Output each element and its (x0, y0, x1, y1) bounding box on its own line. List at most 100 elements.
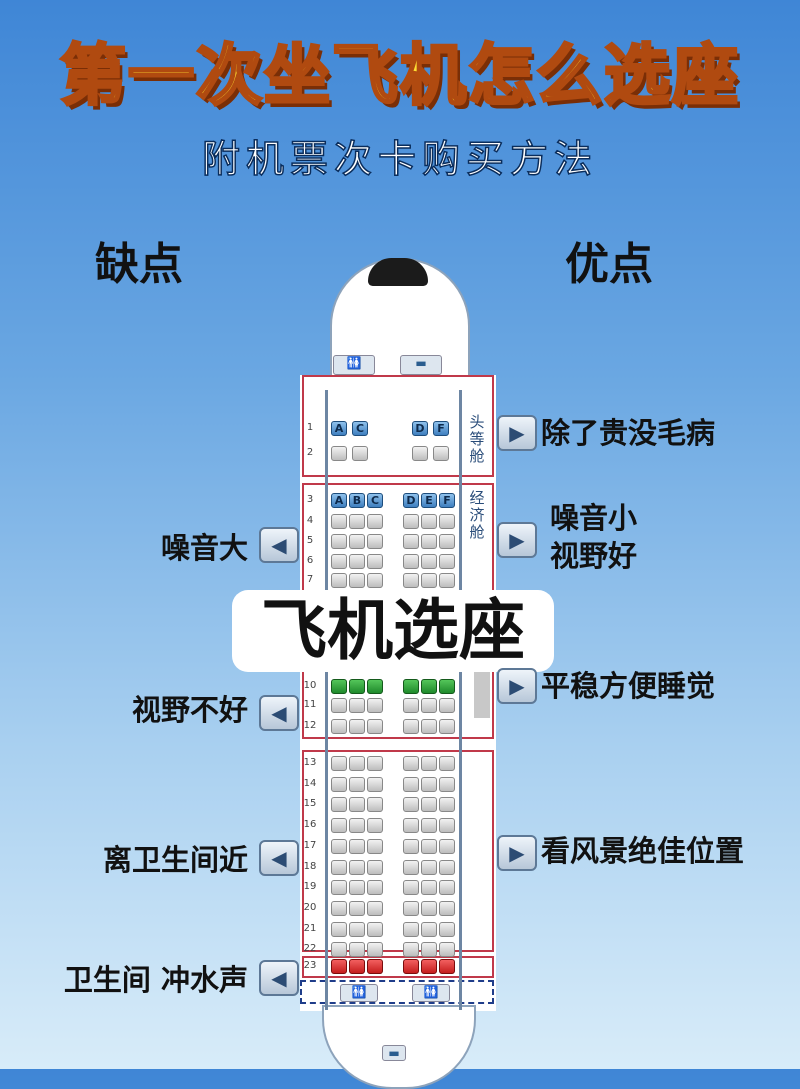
seat[interactable] (439, 859, 455, 875)
seat[interactable] (439, 797, 455, 813)
seat[interactable] (439, 838, 455, 854)
seat[interactable] (421, 942, 437, 958)
seat[interactable] (349, 534, 365, 549)
seat[interactable]: C (367, 493, 383, 508)
seat[interactable] (349, 880, 365, 896)
seat[interactable] (421, 719, 437, 734)
seat[interactable]: B (349, 493, 365, 508)
seat[interactable] (367, 859, 383, 875)
seat[interactable] (412, 446, 428, 461)
seat[interactable] (367, 921, 383, 937)
seat[interactable] (439, 921, 455, 937)
seat[interactable] (403, 959, 419, 974)
seat[interactable] (403, 554, 419, 569)
seat[interactable] (349, 959, 365, 974)
seat[interactable] (331, 776, 347, 792)
seat[interactable]: F (439, 493, 455, 508)
seat[interactable] (439, 756, 455, 771)
seat[interactable]: F (433, 421, 449, 436)
seat[interactable] (439, 900, 455, 916)
seat[interactable] (439, 534, 455, 549)
seat[interactable]: E (421, 493, 437, 508)
seat[interactable] (331, 921, 347, 937)
seat[interactable] (403, 514, 419, 529)
seat[interactable] (331, 446, 347, 461)
seat[interactable] (403, 818, 419, 834)
seat[interactable] (367, 776, 383, 792)
seat[interactable] (349, 756, 365, 771)
seat[interactable] (421, 573, 437, 588)
seat[interactable] (403, 573, 419, 588)
seat[interactable] (421, 838, 437, 854)
seat[interactable] (439, 554, 455, 569)
seat[interactable] (331, 838, 347, 854)
seat[interactable] (331, 514, 347, 529)
seat[interactable] (421, 534, 437, 549)
seat[interactable] (439, 698, 455, 713)
seat[interactable] (439, 818, 455, 834)
seat[interactable] (367, 942, 383, 958)
seat[interactable] (331, 942, 347, 958)
seat[interactable] (439, 942, 455, 958)
seat[interactable] (349, 554, 365, 569)
seat[interactable] (403, 776, 419, 792)
seat[interactable] (331, 797, 347, 813)
seat[interactable] (439, 880, 455, 896)
seat[interactable] (349, 942, 365, 958)
seat[interactable] (439, 573, 455, 588)
seat[interactable] (433, 446, 449, 461)
seat[interactable] (439, 679, 455, 694)
seat[interactable] (331, 679, 347, 694)
seat[interactable] (349, 698, 365, 713)
seat[interactable] (421, 679, 437, 694)
seat[interactable] (403, 880, 419, 896)
seat[interactable] (367, 573, 383, 588)
seat[interactable] (367, 719, 383, 734)
seat[interactable]: D (412, 421, 428, 436)
seat[interactable] (421, 900, 437, 916)
seat[interactable] (421, 514, 437, 529)
seat[interactable] (421, 776, 437, 792)
seat[interactable] (367, 797, 383, 813)
seat[interactable] (403, 698, 419, 713)
seat[interactable] (367, 756, 383, 771)
seat[interactable] (349, 776, 365, 792)
seat[interactable] (421, 921, 437, 937)
seat[interactable] (421, 797, 437, 813)
seat[interactable] (367, 959, 383, 974)
seat[interactable] (439, 959, 455, 974)
seat[interactable] (403, 859, 419, 875)
seat[interactable] (403, 921, 419, 937)
seat[interactable] (349, 900, 365, 916)
seat[interactable] (439, 719, 455, 734)
seat[interactable] (403, 679, 419, 694)
seat[interactable] (403, 797, 419, 813)
seat[interactable] (421, 554, 437, 569)
seat[interactable] (331, 534, 347, 549)
seat[interactable] (349, 514, 365, 529)
seat[interactable] (331, 719, 347, 734)
seat[interactable] (367, 818, 383, 834)
seat[interactable] (349, 573, 365, 588)
seat[interactable] (367, 554, 383, 569)
seat[interactable] (403, 838, 419, 854)
seat[interactable] (421, 756, 437, 771)
seat[interactable] (349, 797, 365, 813)
seat[interactable] (367, 838, 383, 854)
seat[interactable] (331, 859, 347, 875)
seat[interactable] (331, 573, 347, 588)
seat[interactable] (349, 838, 365, 854)
seat[interactable]: D (403, 493, 419, 508)
seat[interactable] (367, 679, 383, 694)
seat[interactable]: C (352, 421, 368, 436)
seat[interactable] (403, 942, 419, 958)
seat[interactable] (331, 900, 347, 916)
seat[interactable] (421, 959, 437, 974)
seat[interactable] (421, 859, 437, 875)
seat[interactable] (331, 698, 347, 713)
seat[interactable] (349, 719, 365, 734)
seat[interactable] (331, 756, 347, 771)
seat[interactable] (421, 880, 437, 896)
seat[interactable] (367, 698, 383, 713)
seat[interactable] (349, 859, 365, 875)
